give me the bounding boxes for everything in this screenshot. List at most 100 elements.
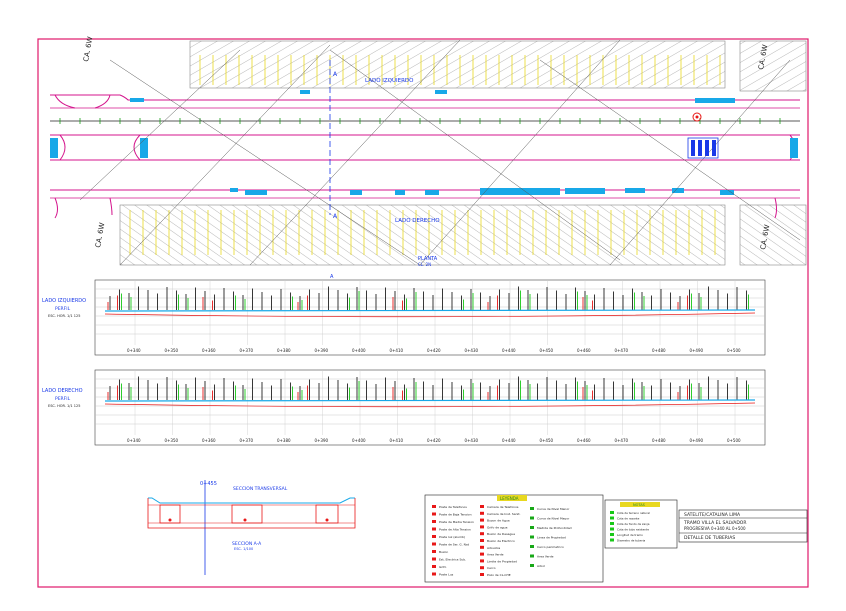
utility-pad — [245, 190, 267, 195]
profile-subtitle: PERFIL — [55, 396, 71, 402]
station-label: 0+360 — [202, 348, 216, 353]
note-line: Diametro de tuberia — [617, 539, 646, 543]
station-label: 0+430 — [465, 438, 479, 443]
station-label: 0+410 — [390, 438, 404, 443]
note-symbol — [610, 533, 614, 536]
curb — [54, 197, 58, 219]
legend-item: Cerco perimetrico — [537, 545, 564, 549]
legend-symbol — [432, 527, 436, 531]
utility-pad — [695, 98, 735, 103]
plan-view: CA. 6W CA. 6W CA. 6W CA. 6W LADO IZQUIER… — [50, 36, 807, 267]
station-label: 0+470 — [615, 348, 629, 353]
legend-symbol — [432, 505, 436, 508]
station-label: 0+500 — [727, 438, 741, 443]
curb — [774, 197, 777, 219]
legend-symbol — [480, 532, 484, 536]
legend-item: Poste luz (alumb) — [439, 535, 465, 539]
crosswalk — [687, 137, 719, 159]
cross-section-station: 0+455 — [200, 481, 217, 487]
utility-pad — [790, 138, 798, 158]
legend-symbol — [530, 535, 534, 539]
legend-symbol — [480, 539, 484, 542]
plan-label: CL. 2N — [418, 262, 431, 267]
legend-symbol — [432, 520, 436, 523]
utility-pad — [480, 188, 560, 195]
title-line-4: DETALLE DE TUBERIAS — [684, 535, 735, 541]
station-label: 0+370 — [240, 438, 254, 443]
street-label: CA. 6W — [94, 222, 106, 248]
section-mark: A — [333, 213, 338, 220]
legend-symbol — [480, 525, 484, 529]
legend-item: Buzon de Agua — [487, 519, 510, 523]
station-label: 0+340 — [127, 438, 141, 443]
station-label: 0+460 — [577, 348, 591, 353]
utility-pad — [350, 190, 362, 195]
legend-item: Curva de Nivel Mayor — [537, 517, 570, 521]
legend-symbol — [432, 535, 436, 538]
station-label: 0+370 — [240, 348, 254, 353]
profile-scale: ESC. HOR. 1/1 125 — [48, 404, 80, 408]
legend-item: Cerco — [487, 566, 496, 570]
legend-item: Poste de Telefonos — [439, 505, 467, 509]
legend-item: Area Verde — [487, 553, 504, 557]
section-mark: A — [330, 274, 334, 280]
station-label: 0+460 — [577, 438, 591, 443]
station-label: 0+500 — [727, 348, 741, 353]
legend-item: Poste de Baja Tension — [439, 513, 472, 517]
ground-profile — [104, 399, 756, 402]
station-label: 0+420 — [427, 348, 441, 353]
station-label: 0+400 — [352, 438, 366, 443]
pipe-profile — [104, 312, 756, 318]
note-symbol — [610, 516, 614, 520]
station-label: 0+380 — [277, 348, 291, 353]
legend-symbol — [530, 554, 534, 558]
legend-symbol — [530, 545, 534, 548]
legend-item: Linea de Propiedad — [537, 536, 566, 540]
road-edge — [50, 94, 800, 101]
note-line: Longitud de tramo — [617, 533, 643, 537]
legend-symbol — [480, 559, 484, 563]
station-label: 0+490 — [690, 348, 704, 353]
utility-pad — [140, 138, 148, 158]
profile-title: LADO DERECHO — [42, 388, 83, 394]
legend-symbol — [480, 573, 484, 576]
pipe-profile — [104, 402, 756, 408]
side-label-right: LADO DERECHO — [395, 218, 440, 224]
station-label: 0+350 — [165, 348, 179, 353]
utility-pad — [130, 98, 144, 102]
cross-section: 0+455 SECCION TRANSVERSAL SECCION A-A ES… — [147, 480, 356, 575]
block-hatch — [739, 204, 807, 266]
note-line: Cota de rasante — [617, 517, 640, 521]
legend-symbol — [530, 564, 534, 567]
ground-profile — [104, 309, 756, 312]
station-label: 0+480 — [652, 438, 666, 443]
station-label: 0+450 — [540, 438, 554, 443]
note-symbol — [610, 527, 614, 531]
note-line: Cota de fondo de zanja — [617, 522, 650, 526]
legend-item: Buzon de Desague — [487, 532, 515, 536]
sheet-border — [37, 38, 809, 588]
legend-title: LEYENDA — [500, 496, 519, 501]
legend-symbol — [530, 526, 534, 529]
curb — [59, 134, 66, 161]
cross-section-title: SECCION TRANSVERSAL — [233, 486, 288, 492]
station-label: 0+360 — [202, 438, 216, 443]
legend-symbol — [432, 557, 436, 561]
station-label: 0+390 — [315, 348, 329, 353]
legend-symbol — [480, 545, 484, 549]
profile-scale: ESC. HOR. 1/1 125 — [48, 314, 80, 318]
note-line: Cota de tubo existente — [617, 528, 649, 532]
station-label: 0+440 — [502, 348, 516, 353]
utility-pad — [50, 138, 58, 158]
legend-item: Poste de Media Tension — [439, 520, 474, 524]
curb — [109, 197, 113, 216]
note-symbol — [610, 538, 614, 542]
utility-pad — [230, 188, 238, 192]
utility-pad — [720, 190, 734, 195]
legend-symbol — [432, 565, 436, 568]
legend-item: Grifo de agua — [487, 525, 508, 529]
